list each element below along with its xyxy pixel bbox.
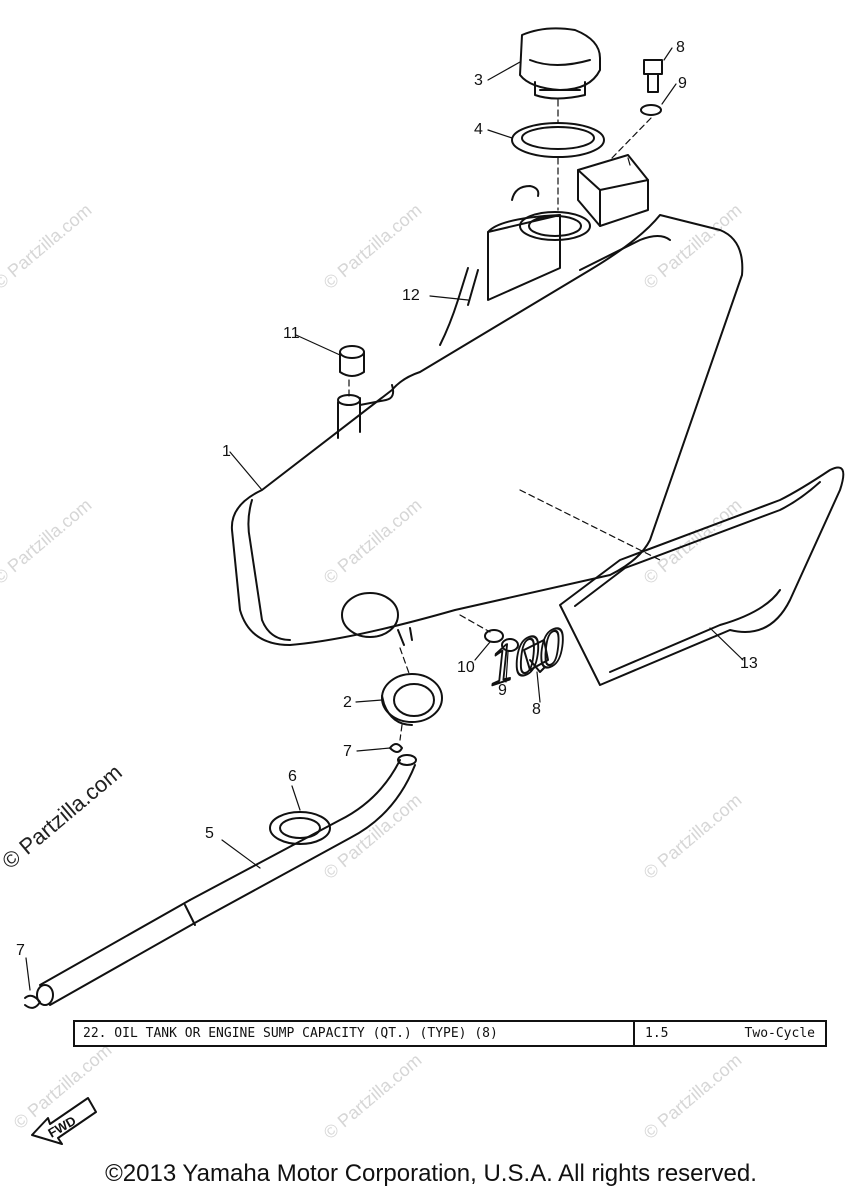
callout-7: 7: [16, 942, 25, 959]
callout-11: 11: [283, 325, 300, 342]
hose-clip: [389, 743, 403, 753]
copyright-notice: ©2013 Yamaha Motor Corporation, U.S.A. A…: [105, 1160, 757, 1187]
cap-gasket: [511, 122, 605, 158]
watermark-prominent: © Partzilla.com: [0, 759, 127, 873]
watermark: © Partzilla.com: [0, 200, 95, 293]
leader-lines: [25, 47, 744, 991]
watermark: © Partzilla.com: [640, 495, 746, 588]
breather-pipe: [439, 267, 469, 346]
callout-4: 4: [474, 121, 483, 138]
assembly-lines: [348, 99, 661, 741]
callout-8: 8: [676, 39, 685, 56]
hose-clip: [24, 994, 41, 1009]
callout-2: 2: [343, 694, 352, 711]
callout-9: 9: [678, 75, 687, 92]
callout-5: 5: [205, 825, 214, 842]
washer-top: [640, 104, 662, 116]
spec-item: 22. OIL TANK OR ENGINE SUMP CAPACITY (QT…: [75, 1022, 635, 1045]
watermark: © Partzilla.com: [640, 200, 746, 293]
grommet: [339, 345, 365, 377]
spec-quantity: 1.5: [645, 1026, 669, 1041]
spec-type: Two-Cycle: [744, 1026, 815, 1041]
bolt-top: [643, 59, 663, 93]
watermark: © Partzilla.com: [640, 790, 746, 883]
callout-12: 12: [402, 287, 420, 304]
callout-8: 8: [532, 701, 541, 718]
washer-10: [484, 629, 504, 643]
drain-cap: [381, 673, 443, 726]
callout-10: 10: [457, 659, 475, 676]
hose-clamp-ring: [269, 811, 331, 845]
callout-labels: 1 2 3 4 5 6 7 7 8 8 9 9 10 11 12 13: [16, 39, 758, 959]
watermark: © Partzilla.com: [320, 495, 426, 588]
callout-13: 13: [740, 655, 758, 672]
fwd-arrow: [31, 1097, 97, 1145]
callout-7: 7: [343, 743, 352, 760]
side-cover-emblem: [559, 466, 845, 686]
bolt-bottom: [523, 639, 549, 673]
watermark: © Partzilla.com: [320, 200, 426, 293]
watermark: © Partzilla.com: [320, 790, 426, 883]
watermark: © Partzilla.com: [0, 495, 95, 588]
oil-hose: [36, 754, 417, 1006]
callout-6: 6: [288, 768, 297, 785]
callout-3: 3: [474, 72, 483, 89]
callout-9: 9: [498, 682, 507, 699]
watermark: © Partzilla.com: [320, 1050, 426, 1143]
washer-9: [501, 638, 519, 652]
filler-cap: [519, 27, 601, 100]
capacity-spec-table: 22. OIL TANK OR ENGINE SUMP CAPACITY (QT…: [73, 1020, 827, 1047]
watermark: © Partzilla.com: [640, 1050, 746, 1143]
callout-1: 1: [222, 443, 231, 460]
